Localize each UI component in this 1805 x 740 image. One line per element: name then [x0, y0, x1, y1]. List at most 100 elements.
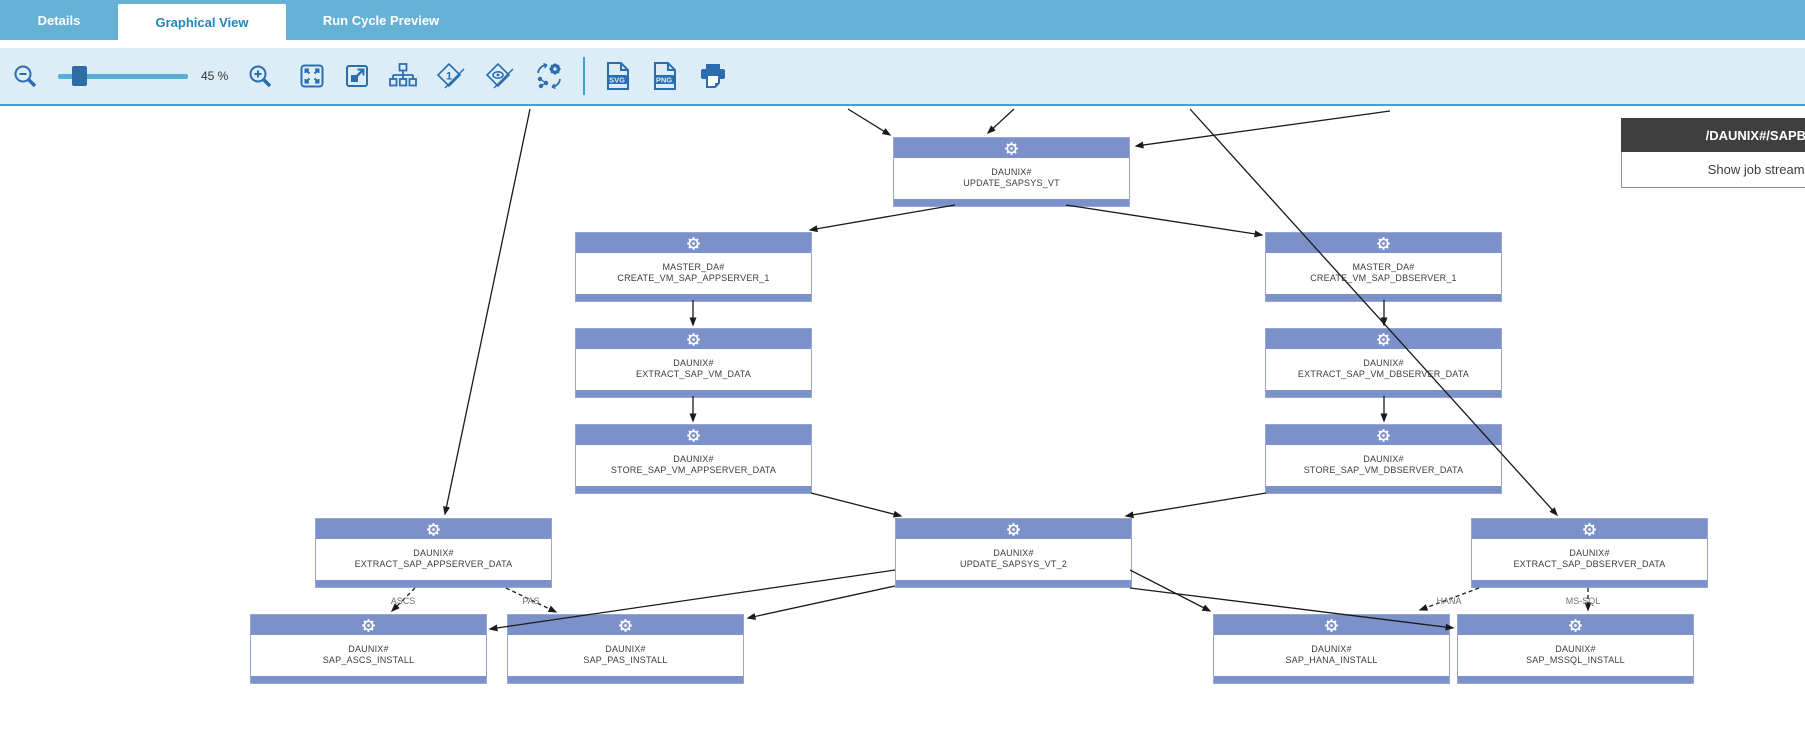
- node-workstation: MASTER_DA#: [662, 261, 725, 272]
- print-icon[interactable]: [698, 61, 728, 91]
- tab-graphical-view[interactable]: Graphical View: [118, 4, 286, 40]
- node-workstation: DAUNIX#: [1555, 643, 1596, 654]
- job-node-update-sapsys-vt-2[interactable]: DAUNIX# UPDATE_SAPSYS_VT_2: [895, 518, 1132, 588]
- edge-label-ascs: ASCS: [390, 596, 416, 606]
- node-header: [1266, 233, 1501, 253]
- node-workstation: DAUNIX#: [1311, 643, 1352, 654]
- node-job-name: CREATE_VM_SAP_APPSERVER_1: [617, 272, 770, 283]
- dependency-edge: [1129, 569, 1212, 612]
- job-node-extract-sap-dbserver-data[interactable]: DAUNIX# EXTRACT_SAP_DBSERVER_DATA: [1471, 518, 1708, 588]
- zoom-slider-handle[interactable]: [72, 66, 87, 86]
- node-job-name: CREATE_VM_SAP_DBSERVER_1: [1310, 272, 1457, 283]
- gear-icon: [1583, 522, 1596, 536]
- node-footer: [1266, 388, 1501, 397]
- tab-toolbar-gap: [0, 40, 1805, 48]
- node-workstation: DAUNIX#: [673, 453, 714, 464]
- fit-to-window-icon[interactable]: [299, 63, 325, 89]
- tab-run-cycle-preview[interactable]: Run Cycle Preview: [322, 12, 440, 28]
- gear-icon: [1007, 522, 1020, 536]
- export-png-icon[interactable]: PNG: [651, 61, 679, 91]
- node-header: [1214, 615, 1449, 635]
- node-footer: [508, 674, 743, 683]
- node-footer: [896, 578, 1131, 587]
- zoom-out-icon[interactable]: [12, 63, 39, 90]
- recalculate-layout-icon[interactable]: [534, 61, 564, 91]
- node-header: [1266, 329, 1501, 349]
- zoom-level-value: 45 %: [201, 69, 229, 83]
- gear-icon: [1325, 618, 1338, 632]
- gear-icon: [1377, 428, 1390, 442]
- node-job-name: UPDATE_SAPSYS_VT_2: [960, 558, 1067, 569]
- job-node-sap-ascs-install[interactable]: DAUNIX# SAP_ASCS_INSTALL: [250, 614, 487, 684]
- node-header: [508, 615, 743, 635]
- zoom-slider-track: [58, 73, 188, 79]
- node-job-name: STORE_SAP_VM_APPSERVER_DATA: [610, 464, 777, 475]
- node-header: [576, 425, 811, 445]
- node-workstation: DAUNIX#: [605, 643, 646, 654]
- node-footer: [251, 674, 486, 683]
- gear-icon: [619, 618, 632, 632]
- node-job-name: SAP_HANA_INSTALL: [1285, 654, 1378, 665]
- zoom-in-icon[interactable]: [247, 63, 274, 90]
- edge-label-hana: HANA: [1436, 596, 1462, 606]
- hierarchical-layout-icon[interactable]: [389, 62, 418, 90]
- node-workstation: DAUNIX#: [413, 547, 454, 558]
- context-popup-title: /DAUNIX#/SAPBUILD: [1621, 118, 1805, 152]
- node-workstation: DAUNIX#: [348, 643, 389, 654]
- dependency-edge: [810, 492, 903, 518]
- node-header: [576, 329, 811, 349]
- gear-icon: [687, 428, 700, 442]
- job-node-extract-sap-vm-data[interactable]: DAUNIX# EXTRACT_SAP_VM_DATA: [575, 328, 812, 398]
- context-menu-item-show-job-stream-view[interactable]: Show job stream view: [1621, 152, 1805, 188]
- job-node-sap-pas-install[interactable]: DAUNIX# SAP_PAS_INSTALL: [507, 614, 744, 684]
- gear-icon: [1569, 618, 1582, 632]
- node-job-name: EXTRACT_SAP_DBSERVER_DATA: [1513, 558, 1666, 569]
- context-popup: /DAUNIX#/SAPBUILD Show job stream view: [1621, 118, 1805, 188]
- node-footer: [894, 197, 1129, 206]
- gear-icon: [1377, 332, 1390, 346]
- edge-label-pas: PAS: [522, 596, 540, 606]
- gear-icon: [1377, 236, 1390, 250]
- node-footer: [1458, 674, 1693, 683]
- dependency-edge: [1065, 204, 1264, 238]
- node-footer: [1266, 484, 1501, 493]
- toggle-dependency-numbers-icon[interactable]: 1: [436, 62, 466, 90]
- job-node-create-vm-sap-appserver-1[interactable]: MASTER_DA# CREATE_VM_SAP_APPSERVER_1: [575, 232, 812, 302]
- node-footer: [576, 388, 811, 397]
- node-footer: [1214, 674, 1449, 683]
- node-workstation: DAUNIX#: [673, 357, 714, 368]
- node-header: [894, 138, 1129, 158]
- node-job-name: STORE_SAP_VM_DBSERVER_DATA: [1303, 464, 1464, 475]
- svg-text:PNG: PNG: [656, 76, 672, 85]
- node-footer: [1266, 292, 1501, 301]
- node-workstation: DAUNIX#: [991, 166, 1032, 177]
- tab-details[interactable]: Details: [37, 12, 81, 28]
- job-node-store-sap-vm-dbserver-data[interactable]: DAUNIX# STORE_SAP_VM_DBSERVER_DATA: [1265, 424, 1502, 494]
- graph-toolbar: 45 %: [0, 48, 1805, 106]
- node-header: [316, 519, 551, 539]
- node-job-name: EXTRACT_SAP_APPSERVER_DATA: [354, 558, 513, 569]
- job-node-extract-sap-appserver-data[interactable]: DAUNIX# EXTRACT_SAP_APPSERVER_DATA: [315, 518, 552, 588]
- gear-icon: [687, 236, 700, 250]
- job-node-store-sap-vm-appserver-data[interactable]: DAUNIX# STORE_SAP_VM_APPSERVER_DATA: [575, 424, 812, 494]
- node-footer: [1472, 578, 1707, 587]
- dependency-edge: [1134, 110, 1391, 149]
- open-in-new-window-icon[interactable]: [344, 63, 370, 89]
- job-node-sap-mssql-install[interactable]: DAUNIX# SAP_MSSQL_INSTALL: [1457, 614, 1694, 684]
- job-node-update-sapsys-vt[interactable]: DAUNIX# UPDATE_SAPSYS_VT: [893, 137, 1130, 207]
- job-node-extract-sap-vm-dbserver-data[interactable]: DAUNIX# EXTRACT_SAP_VM_DBSERVER_DATA: [1265, 328, 1502, 398]
- toggle-highlight-icon[interactable]: [485, 62, 515, 90]
- dependency-edge: [746, 585, 896, 620]
- svg-text:SVG: SVG: [609, 76, 625, 85]
- zoom-slider[interactable]: [58, 66, 188, 86]
- node-workstation: DAUNIX#: [993, 547, 1034, 558]
- edge-label-ms-sql: MS-SQL: [1565, 596, 1601, 606]
- job-node-create-vm-sap-dbserver-1[interactable]: MASTER_DA# CREATE_VM_SAP_DBSERVER_1: [1265, 232, 1502, 302]
- job-node-sap-hana-install[interactable]: DAUNIX# SAP_HANA_INSTALL: [1213, 614, 1450, 684]
- gear-icon: [1005, 141, 1018, 155]
- export-svg-icon[interactable]: SVG: [604, 61, 632, 91]
- node-header: [1266, 425, 1501, 445]
- dependency-edge: [1124, 492, 1267, 519]
- node-header: [576, 233, 811, 253]
